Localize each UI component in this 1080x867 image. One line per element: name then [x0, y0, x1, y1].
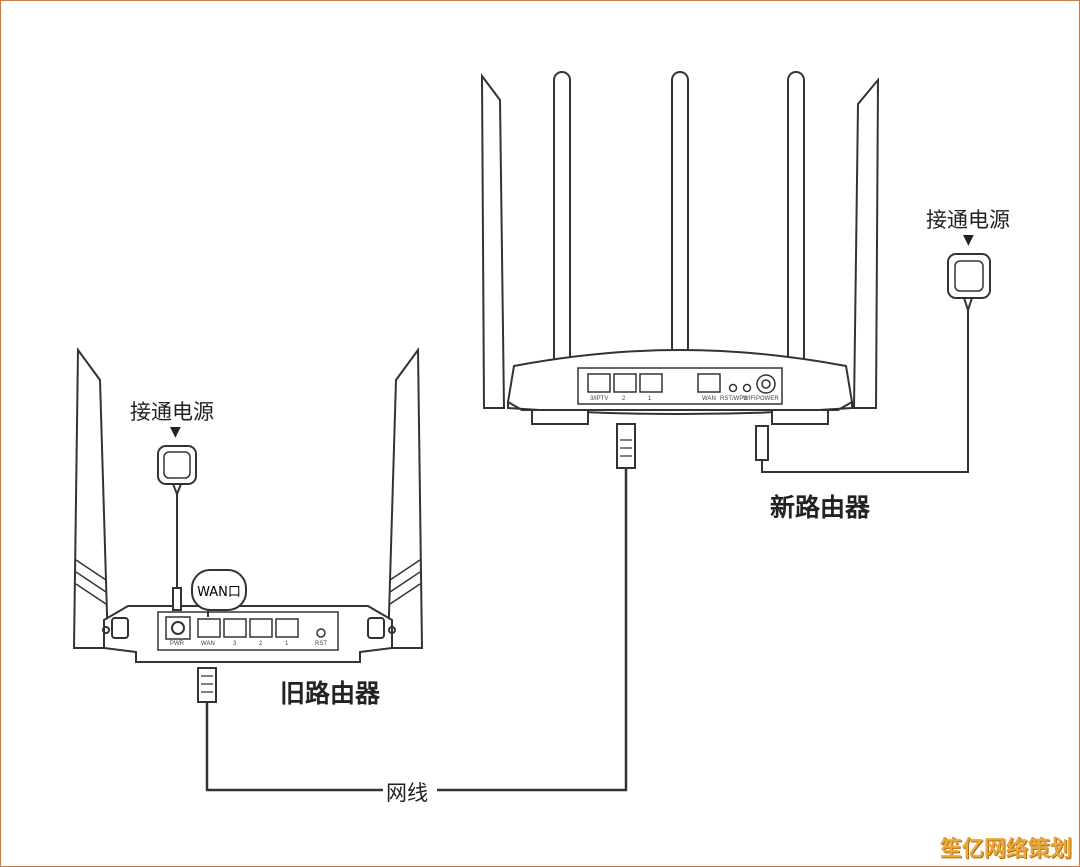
- label-power-right: 接通电源: [926, 208, 1010, 232]
- new-router: [480, 71, 991, 473]
- arrow-down-icon: ▼: [963, 232, 974, 248]
- new-router-wan-port: [697, 373, 721, 393]
- new-router-lan-port-1: [639, 373, 663, 393]
- old-router-reset-button: [316, 628, 326, 638]
- new-router-antenna-5: [852, 77, 880, 409]
- new-router-antenna-2: [553, 71, 571, 369]
- port-label: RST: [315, 641, 327, 647]
- label-new-router: 新路由器: [770, 493, 871, 522]
- port-label: PWR: [170, 641, 184, 647]
- old-router-pwr-port: [165, 616, 191, 640]
- watermark: 笙亿网络策划: [939, 837, 1072, 862]
- old-router-wan-port: [197, 618, 221, 638]
- network-cable: [205, 468, 628, 792]
- new-router-power-adapter: [947, 253, 991, 299]
- new-router-lan-port-3-iptv: [587, 373, 611, 393]
- old-router-lan-port-3: [223, 618, 247, 638]
- label-old-router: 旧路由器: [280, 679, 381, 708]
- port-label: 1: [648, 396, 652, 402]
- port-label: POWER: [756, 396, 779, 402]
- old-router-lan-port-2: [249, 618, 273, 638]
- port-label: 1: [285, 641, 289, 647]
- new-router-power-cord: [761, 310, 969, 473]
- new-router-power-port: [756, 374, 776, 394]
- label-power-left: 接通电源: [130, 400, 214, 424]
- old-router-right-antenna: [386, 347, 424, 649]
- new-router-antenna-1: [480, 72, 506, 409]
- wan-port-callout: WAN口: [191, 569, 247, 611]
- port-label: WAN: [201, 641, 215, 647]
- label-network-cable: 网线: [386, 781, 428, 805]
- port-label: 3/IPTV: [590, 396, 609, 402]
- old-router-ethernet-plug: [197, 667, 217, 703]
- port-label: 2: [622, 396, 626, 402]
- old-router-lan-port-1: [275, 618, 299, 638]
- old-router: [72, 347, 424, 703]
- old-router-power-adapter: [157, 445, 197, 485]
- new-router-lan-port-2: [613, 373, 637, 393]
- port-label: RST/WPS: [720, 396, 748, 402]
- new-router-rst-wps-button: [728, 383, 738, 393]
- new-router-antenna-3: [671, 71, 689, 357]
- arrow-down-icon: ▼: [170, 424, 181, 440]
- new-router-antenna-4: [787, 71, 805, 369]
- old-router-left-antenna: [72, 347, 110, 649]
- port-label: 2: [259, 641, 263, 647]
- new-router-ethernet-plug: [616, 423, 636, 469]
- new-router-wifi-button: [742, 383, 752, 393]
- port-label: 3: [233, 641, 237, 647]
- port-label: WAN: [702, 396, 716, 402]
- port-label: WIFI: [743, 396, 756, 402]
- new-router-power-plug: [755, 425, 769, 461]
